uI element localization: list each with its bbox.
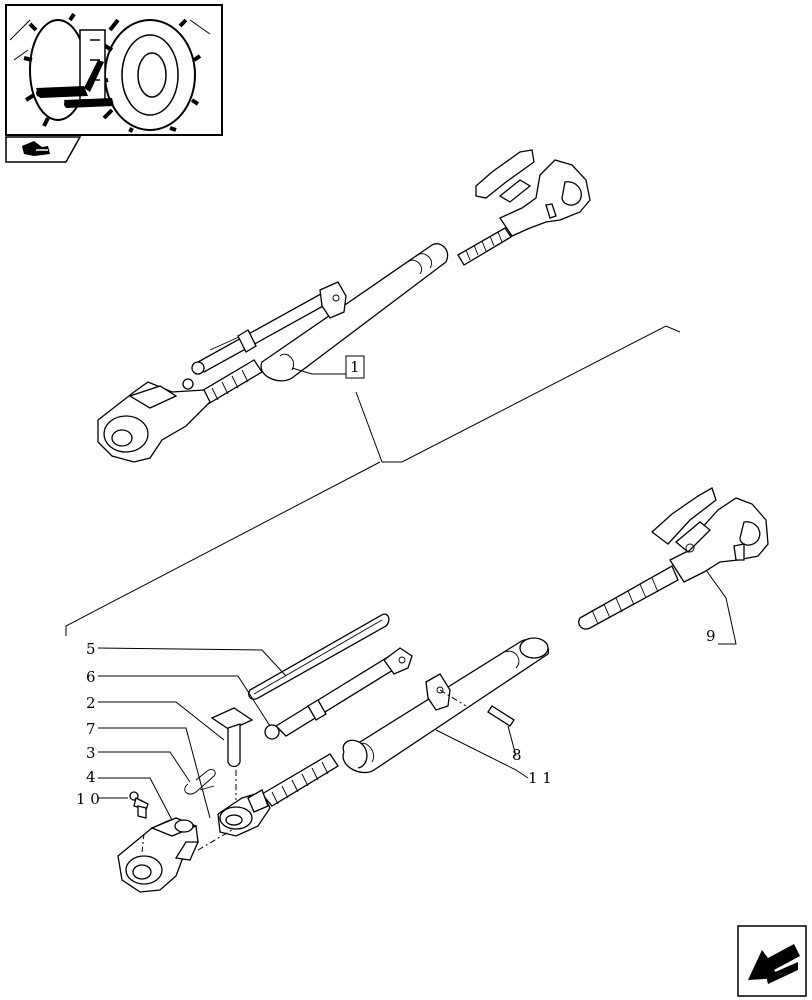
callout-9: 9 — [706, 627, 716, 645]
part-8-pin — [487, 705, 515, 727]
callout-2: 2 — [86, 694, 96, 712]
callout-5: 5 — [86, 640, 96, 658]
callout-1: 1 — [350, 358, 360, 376]
callout-1-box — [345, 355, 365, 379]
part-5-spring-clip — [248, 613, 390, 700]
callout-7: 7 — [86, 720, 96, 738]
callout-8: 8 — [512, 746, 522, 764]
part-7-eye-end — [217, 753, 339, 837]
part-6-latch-rod — [264, 647, 413, 740]
callout-6: 6 — [86, 668, 96, 686]
next-page-arrow-icon — [748, 944, 800, 984]
assembled-top-link — [97, 149, 591, 463]
callout-10: 1 0 — [76, 790, 100, 808]
next-page-button[interactable] — [737, 925, 807, 997]
callout-4: 4 — [86, 768, 96, 786]
callout-11: 1 1 — [528, 769, 552, 787]
part-3-r-clip — [184, 769, 216, 795]
tractor-rear-wheel-thumbnail-icon — [9, 12, 211, 133]
arrow-tab[interactable] — [5, 136, 82, 163]
part-2-pin — [210, 707, 254, 768]
part-10-grease-nipple — [129, 791, 149, 819]
callout-3: 3 — [86, 744, 96, 762]
part-4-clevis — [117, 817, 200, 893]
arrow-tab-icon — [22, 141, 50, 156]
tractor-thumbnail[interactable] — [5, 4, 223, 136]
part-11-tube — [342, 637, 549, 774]
part-9-hook-end — [578, 487, 769, 630]
